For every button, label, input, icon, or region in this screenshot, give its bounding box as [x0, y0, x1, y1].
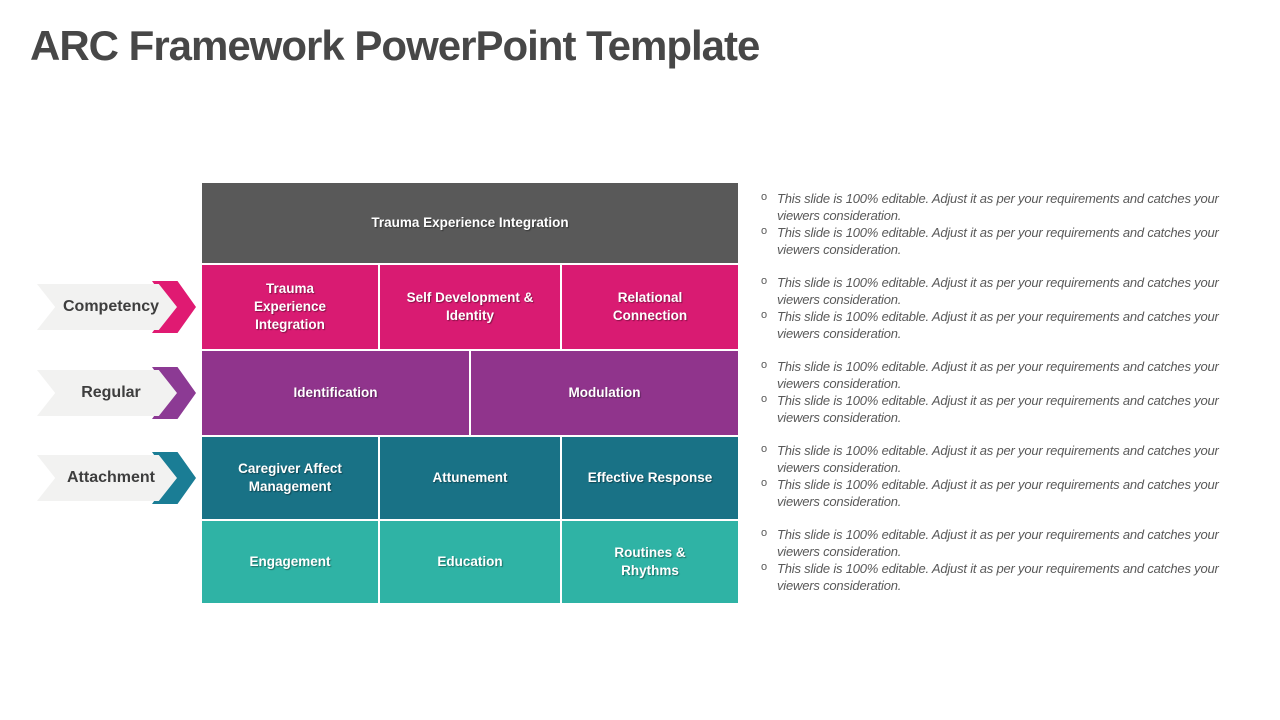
- cell-label: Identification: [293, 384, 378, 400]
- note-text: This slide is 100% editable. Adjust it a…: [777, 359, 1219, 391]
- bullet-marker: o: [761, 443, 768, 455]
- matrix-cell-self-development: Self Development & Identity: [380, 265, 560, 349]
- matrix-cell-relational-connection: Relational Connection: [562, 265, 738, 349]
- cell-label: Self Development & Identity: [406, 289, 534, 323]
- note-bullet: o This slide is 100% editable. Adjust it…: [757, 274, 1229, 308]
- bullet-marker: o: [761, 309, 768, 321]
- cell-label: Trauma Experience Integration: [371, 214, 569, 230]
- matrix-cell-attunement: Attunement: [380, 437, 560, 519]
- page-title: ARC Framework PowerPoint Template: [30, 22, 760, 69]
- matrix-cell-engagement: Engagement: [202, 521, 378, 603]
- notes-group-3: o This slide is 100% editable. Adjust it…: [757, 358, 1229, 426]
- matrix-row-regular: Identification Modulation: [202, 351, 738, 435]
- bullet-marker: o: [761, 561, 768, 573]
- note-bullet: o This slide is 100% editable. Adjust it…: [757, 476, 1229, 510]
- note-text: This slide is 100% editable. Adjust it a…: [777, 393, 1219, 425]
- bullet-marker: o: [761, 527, 768, 539]
- matrix-cell-education: Education: [380, 521, 560, 603]
- note-text: This slide is 100% editable. Adjust it a…: [777, 477, 1219, 509]
- note-bullet: o This slide is 100% editable. Adjust it…: [757, 392, 1229, 426]
- cell-label: Attunement: [432, 469, 508, 485]
- matrix-cell-trauma-experience: Trauma Experience Integration: [202, 265, 378, 349]
- note-bullet: o This slide is 100% editable. Adjust it…: [757, 560, 1229, 594]
- note-bullet: o This slide is 100% editable. Adjust it…: [757, 442, 1229, 476]
- tag-regular-banner: Regular: [37, 370, 177, 416]
- cell-label: Trauma Experience Integration: [253, 280, 327, 333]
- matrix-row-engagement: Engagement Education Routines & Rhythms: [202, 521, 738, 603]
- matrix-cell-modulation: Modulation: [471, 351, 738, 435]
- tag-competency-label: Competency: [62, 298, 160, 315]
- note-bullet: o This slide is 100% editable. Adjust it…: [757, 190, 1229, 224]
- notes-column: o This slide is 100% editable. Adjust it…: [757, 190, 1229, 610]
- notes-group-5: o This slide is 100% editable. Adjust it…: [757, 526, 1229, 594]
- tag-regular-label: Regular: [81, 384, 141, 401]
- bullet-marker: o: [761, 225, 768, 237]
- tag-regular: Regular: [37, 367, 196, 419]
- tag-attachment: Attachment: [37, 452, 196, 504]
- matrix-row-competency: Trauma Experience Integration Self Devel…: [202, 265, 738, 349]
- cell-label: Routines & Rhythms: [614, 544, 686, 578]
- notes-group-1: o This slide is 100% editable. Adjust it…: [757, 190, 1229, 258]
- matrix-cell-routines-rhythms: Routines & Rhythms: [562, 521, 738, 603]
- note-text: This slide is 100% editable. Adjust it a…: [777, 275, 1219, 307]
- tag-competency: Competency: [37, 281, 196, 333]
- cell-label: Engagement: [249, 553, 331, 569]
- tag-competency-banner: Competency: [37, 284, 177, 330]
- note-bullet: o This slide is 100% editable. Adjust it…: [757, 358, 1229, 392]
- bullet-marker: o: [761, 477, 768, 489]
- note-text: This slide is 100% editable. Adjust it a…: [777, 225, 1219, 257]
- note-text: This slide is 100% editable. Adjust it a…: [777, 561, 1219, 593]
- bullet-marker: o: [761, 359, 768, 371]
- note-text: This slide is 100% editable. Adjust it a…: [777, 191, 1219, 223]
- matrix-row-attachment: Caregiver Affect Management Attunement E…: [202, 437, 738, 519]
- tag-attachment-banner: Attachment: [37, 455, 177, 501]
- bullet-marker: o: [761, 191, 768, 203]
- cell-label: Effective Response: [587, 469, 713, 485]
- arc-matrix: Trauma Experience Integration Trauma Exp…: [202, 183, 738, 603]
- matrix-row-header: Trauma Experience Integration: [202, 183, 738, 263]
- bullet-marker: o: [761, 275, 768, 287]
- notes-group-2: o This slide is 100% editable. Adjust it…: [757, 274, 1229, 342]
- cell-label: Caregiver Affect Management: [238, 460, 342, 494]
- cell-label: Education: [437, 553, 503, 569]
- note-text: This slide is 100% editable. Adjust it a…: [777, 443, 1219, 475]
- note-text: This slide is 100% editable. Adjust it a…: [777, 527, 1219, 559]
- note-bullet: o This slide is 100% editable. Adjust it…: [757, 526, 1229, 560]
- cell-label: Modulation: [568, 384, 641, 400]
- note-bullet: o This slide is 100% editable. Adjust it…: [757, 308, 1229, 342]
- matrix-cell-effective-response: Effective Response: [562, 437, 738, 519]
- notes-group-4: o This slide is 100% editable. Adjust it…: [757, 442, 1229, 510]
- matrix-cell-trauma-integration: Trauma Experience Integration: [202, 183, 738, 263]
- tag-attachment-label: Attachment: [66, 469, 155, 486]
- matrix-cell-caregiver-affect: Caregiver Affect Management: [202, 437, 378, 519]
- matrix-cell-identification: Identification: [202, 351, 469, 435]
- bullet-marker: o: [761, 393, 768, 405]
- cell-label: Relational Connection: [612, 289, 688, 323]
- note-text: This slide is 100% editable. Adjust it a…: [777, 309, 1219, 341]
- note-bullet: o This slide is 100% editable. Adjust it…: [757, 224, 1229, 258]
